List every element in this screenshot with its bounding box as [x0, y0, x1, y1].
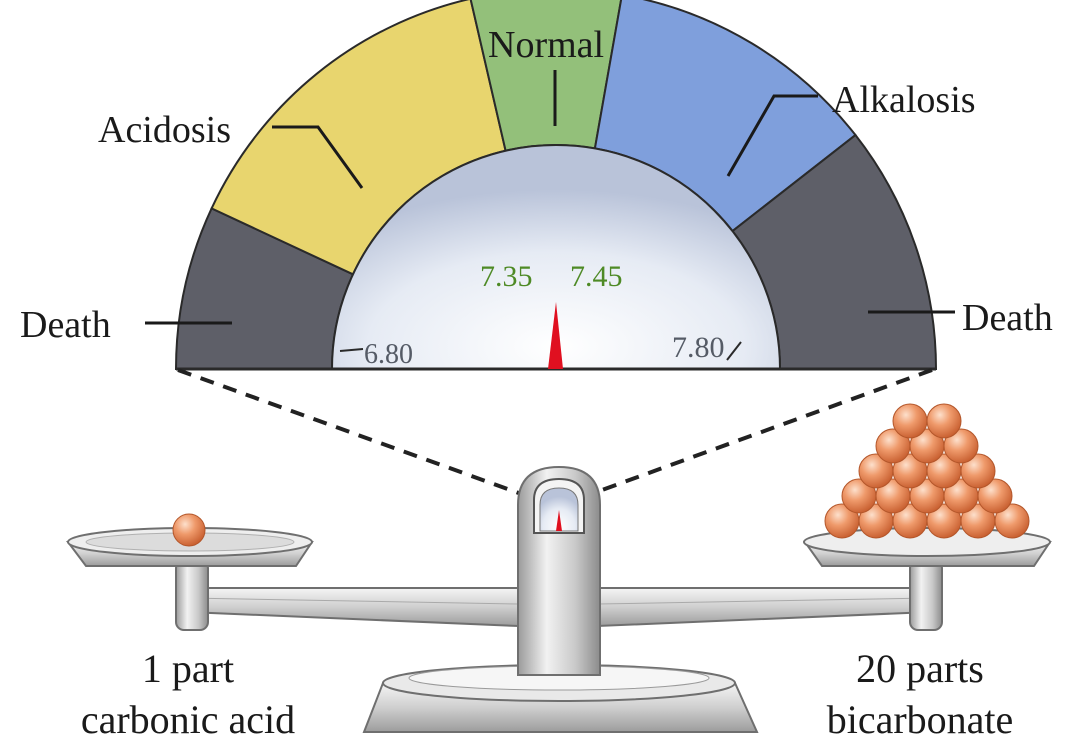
- tick-6-80-mark: [339, 348, 364, 352]
- alkalosis-label: Alkalosis: [832, 79, 976, 121]
- mini-needle: [556, 510, 562, 531]
- bicarbonate-weights: [824, 403, 1030, 539]
- connector-right: [590, 368, 933, 496]
- weight-ball: [994, 503, 1030, 539]
- gauge-inner-dial: [330, 144, 782, 370]
- scale-base: [362, 664, 759, 733]
- weight-ball: [977, 478, 1013, 514]
- acidosis-leader: [272, 125, 364, 189]
- weight-ball: [172, 513, 206, 547]
- tick-7-35: 7.35: [480, 260, 533, 293]
- weight-ball: [926, 403, 962, 439]
- ph-needle: [548, 302, 563, 369]
- zoom-connectors: [177, 368, 933, 498]
- carbonic-acid-weight: [172, 513, 206, 547]
- tick-6-80: 6.80: [364, 339, 413, 370]
- right-label-line2: bicarbonate: [827, 697, 1014, 742]
- balance-scale: [66, 403, 1052, 733]
- acidosis-label: Acidosis: [98, 109, 231, 151]
- scale-labels: 1 part carbonic acid 20 parts bicarbonat…: [81, 646, 1013, 742]
- alkalosis-leader: [726, 94, 818, 177]
- left-label-line2: carbonic acid: [81, 697, 295, 742]
- scale-column: [517, 465, 601, 676]
- normal-label: Normal: [488, 24, 604, 66]
- weight-ball: [892, 403, 928, 439]
- death-left-label: Death: [20, 304, 111, 346]
- right-label-line1: 20 parts: [856, 646, 984, 691]
- zone-labels: Death Acidosis Normal Alkalosis Death: [20, 24, 1053, 346]
- tick-7-45: 7.45: [570, 260, 623, 293]
- tick-7-80: 7.80: [672, 331, 725, 364]
- death-right-label: Death: [962, 297, 1053, 339]
- left-label-line1: 1 part: [142, 646, 234, 691]
- connector-left: [177, 368, 528, 498]
- weight-ball: [960, 453, 996, 489]
- tick-7-80-mark: [726, 341, 742, 361]
- weight-ball: [943, 428, 979, 464]
- left-pan-post: [175, 559, 209, 631]
- right-pan-post: [909, 559, 943, 631]
